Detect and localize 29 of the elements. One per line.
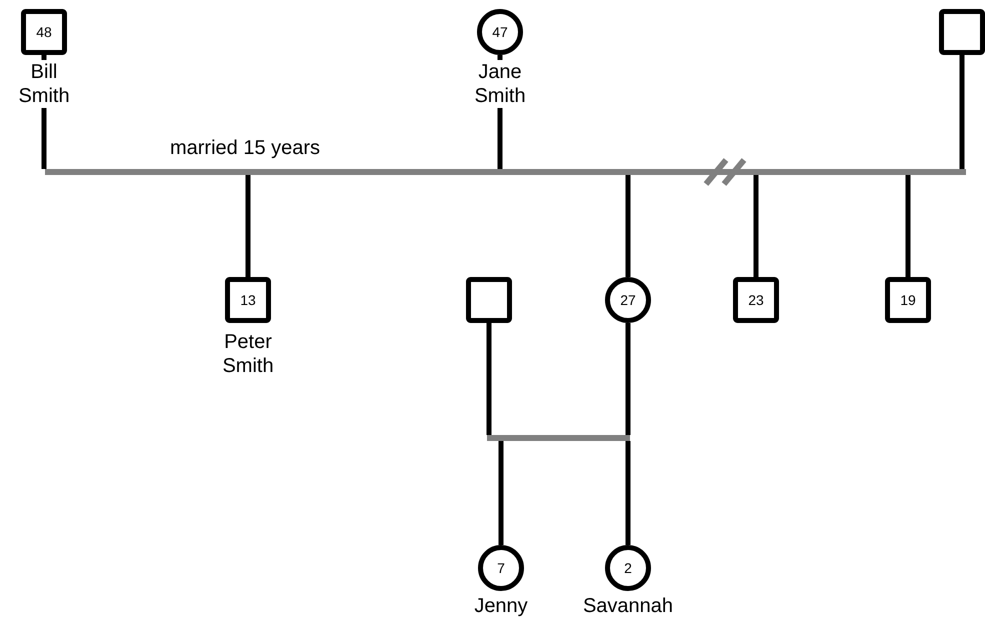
- connector-line: [486, 323, 492, 435]
- person-name: Bill Smith: [18, 60, 70, 108]
- age-label: 47: [492, 24, 508, 40]
- connector-line: [246, 175, 250, 277]
- connector-line: [906, 175, 910, 277]
- connector-line: [960, 55, 964, 169]
- person-name: Jane Smith: [474, 60, 526, 108]
- square-symbol: [21, 9, 67, 55]
- square-symbol: [885, 277, 931, 323]
- circle-symbol: [477, 9, 523, 55]
- age-label: 23: [748, 292, 764, 308]
- connector-line: [754, 175, 758, 277]
- connector-line: [626, 323, 630, 435]
- age-label: 48: [36, 24, 52, 40]
- square-symbol: [225, 277, 271, 323]
- square-symbol: [939, 9, 985, 55]
- age-label: 2: [624, 560, 632, 576]
- age-label: 19: [900, 292, 916, 308]
- connector-line: [626, 175, 630, 277]
- square-symbol: [733, 277, 779, 323]
- age-label: 27: [620, 292, 636, 308]
- circle-symbol: [605, 545, 651, 591]
- square-symbol: [466, 277, 512, 323]
- connector-line: [498, 441, 504, 545]
- circle-symbol: [605, 277, 651, 323]
- circle-symbol: [478, 545, 524, 591]
- age-label: 13: [240, 292, 256, 308]
- age-label: 7: [497, 560, 505, 576]
- connector-line: [626, 441, 630, 545]
